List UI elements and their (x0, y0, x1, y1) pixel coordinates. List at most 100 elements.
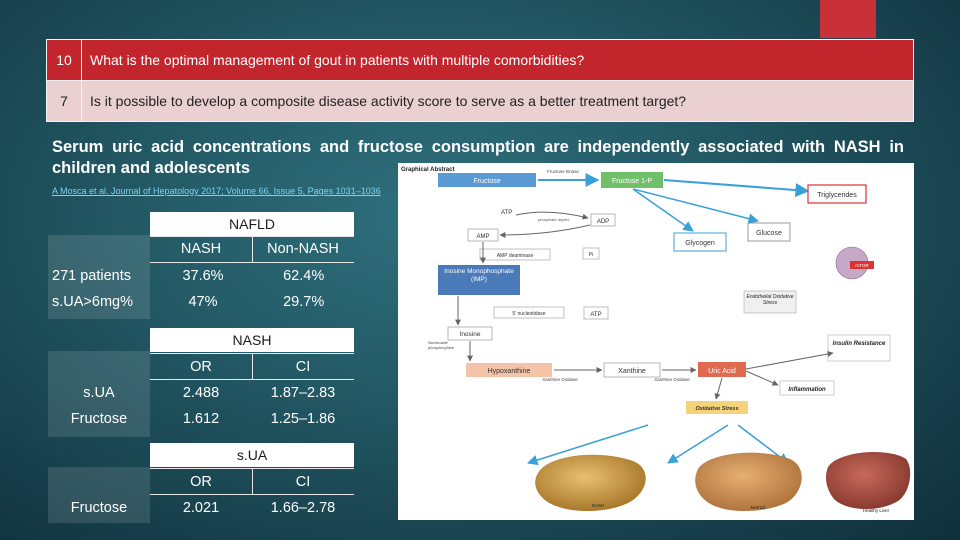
fructose-1p-box (601, 172, 663, 188)
question-text: Is it possible to develop a composite di… (90, 93, 687, 109)
inflammation-label: Inflammation (788, 387, 826, 393)
oxidative-label: Oxidative Stress (695, 406, 738, 412)
adp-label: ADP (597, 219, 609, 225)
table-cell: 62.4% (283, 268, 325, 284)
nash-liver-label: NASH (592, 503, 605, 508)
arrow (526, 424, 649, 466)
imp-box (438, 265, 520, 295)
row-label: Fructose (70, 411, 128, 427)
table-title: s.UA (150, 443, 354, 467)
pi-label: Pi (589, 252, 593, 258)
insulin-label: Insulin Resistance (832, 341, 886, 347)
triglycerides-box (807, 184, 867, 204)
atp2-label: ATP (590, 312, 601, 318)
question-row: 7 Is it possible to develop a composite … (46, 81, 914, 122)
pi-box (582, 247, 600, 260)
table-row: Fructose 2.021 1.66–2.78 (48, 495, 354, 521)
column-header: CI (295, 359, 311, 375)
nucleoside-label: Nucleoside phosphorylase (428, 340, 455, 350)
nucleotidase-label: 5' nucleotidase (512, 311, 545, 317)
slide-headline: Serum uric acid concentrations and fruct… (52, 138, 904, 177)
fructose-kinase-label: Fructose kinase (547, 169, 579, 174)
row-label-shade (48, 235, 150, 319)
table-header-row: NASH Non-NASH (48, 236, 354, 262)
endothelial-label: Endothelial Oxidative Stress (746, 294, 794, 306)
table-row: 271 patients 37.6% 62.4% (48, 263, 354, 289)
arrow (745, 351, 834, 370)
fructose-box (438, 173, 536, 187)
column-header: CI (295, 474, 311, 490)
fructose-label: Fructose (473, 178, 500, 185)
table-cell: 1.612 (182, 411, 220, 427)
arrow (632, 188, 694, 232)
table-cell: 37.6% (182, 268, 224, 284)
grid-line (150, 494, 354, 495)
xanthine-box (603, 362, 661, 378)
row-label-shade (48, 351, 150, 437)
inosine-box (447, 326, 493, 341)
amp-box (467, 228, 499, 242)
arrow (499, 224, 591, 238)
row-label: s.UA (83, 385, 115, 401)
mtor-label: mTOR (855, 263, 869, 268)
fructose-1p-label: Fructose 1-P (612, 178, 652, 185)
grid-line (150, 379, 354, 380)
arrow (632, 188, 760, 224)
table-cell: 1.66–2.78 (270, 500, 336, 516)
table-row: s.UA 2.488 1.87–2.83 (48, 380, 354, 406)
citation-link[interactable]: A Mosca et al. Journal of Hepatology 201… (52, 186, 381, 196)
column-header: NASH (180, 241, 222, 257)
adp-box (590, 213, 616, 227)
nafld-liver-image (695, 452, 802, 512)
question-number: 10 (47, 40, 82, 80)
grid-line (252, 353, 253, 379)
grid-line (150, 262, 354, 263)
atp2-box (583, 306, 609, 320)
graphical-abstract: Graphical Abstract Fructose Fructose kin… (398, 163, 914, 520)
xo1-label: Xanthine Oxidase (542, 377, 578, 382)
nash-liver-image (535, 454, 646, 512)
uric-acid-label: Uric Acid (708, 368, 736, 375)
research-questions-table: 10 What is the optimal management of gou… (46, 39, 914, 122)
healthy-liver-label: Healthy Liver (863, 508, 890, 513)
atp-label: ATP (501, 210, 512, 216)
mtor-badge (850, 261, 874, 269)
xo2-label: Xanthine Oxidase (654, 377, 690, 382)
table-row: Fructose 1.612 1.25–1.86 (48, 406, 354, 432)
endothelial-box (743, 290, 797, 314)
glycogen-label: Glycogen (685, 240, 715, 247)
hypoxanthine-label: Hypoxanthine (488, 368, 531, 375)
graphic-header: Graphical Abstract (401, 167, 454, 173)
question-text: What is the optimal management of gout i… (90, 52, 585, 68)
row-label-shade (48, 467, 150, 523)
grid-line (252, 236, 253, 262)
arrow (745, 370, 779, 386)
nafld-liver-label: NAFLD (751, 505, 767, 510)
column-header: Non-NASH (267, 241, 339, 257)
xanthine-label: Xanthine (618, 368, 646, 375)
table-header-row: OR CI (48, 354, 354, 380)
grid-line (252, 468, 253, 494)
arrow (663, 179, 810, 198)
nafld-table: NAFLD NASH Non-NASH 271 patients 37.6% 6… (48, 211, 354, 319)
arrow (714, 377, 723, 400)
nucleotidase-box (493, 306, 565, 319)
healthy-liver-image (826, 452, 911, 510)
inflammation-box (779, 380, 835, 396)
row-label: s.UA>6mg% (52, 294, 133, 310)
glucose-box (747, 222, 791, 242)
phosphate-label: phosphate deplet. (538, 217, 570, 222)
oxidative-box (686, 401, 748, 414)
table-row: s.UA>6mg% 47% 29.7% (48, 289, 354, 315)
row-label: 271 patients (52, 268, 132, 284)
table-cell: 29.7% (283, 294, 325, 310)
glycogen-box (673, 232, 727, 252)
table-cell: 47% (188, 294, 218, 310)
decorative-red-tab (820, 0, 876, 38)
amp-deaminase-box (479, 248, 551, 261)
table-header-row: OR CI (48, 469, 354, 495)
arrow (667, 424, 729, 464)
table-cell: 2.021 (182, 500, 220, 516)
column-header: OR (190, 359, 212, 375)
column-header: OR (190, 474, 212, 490)
